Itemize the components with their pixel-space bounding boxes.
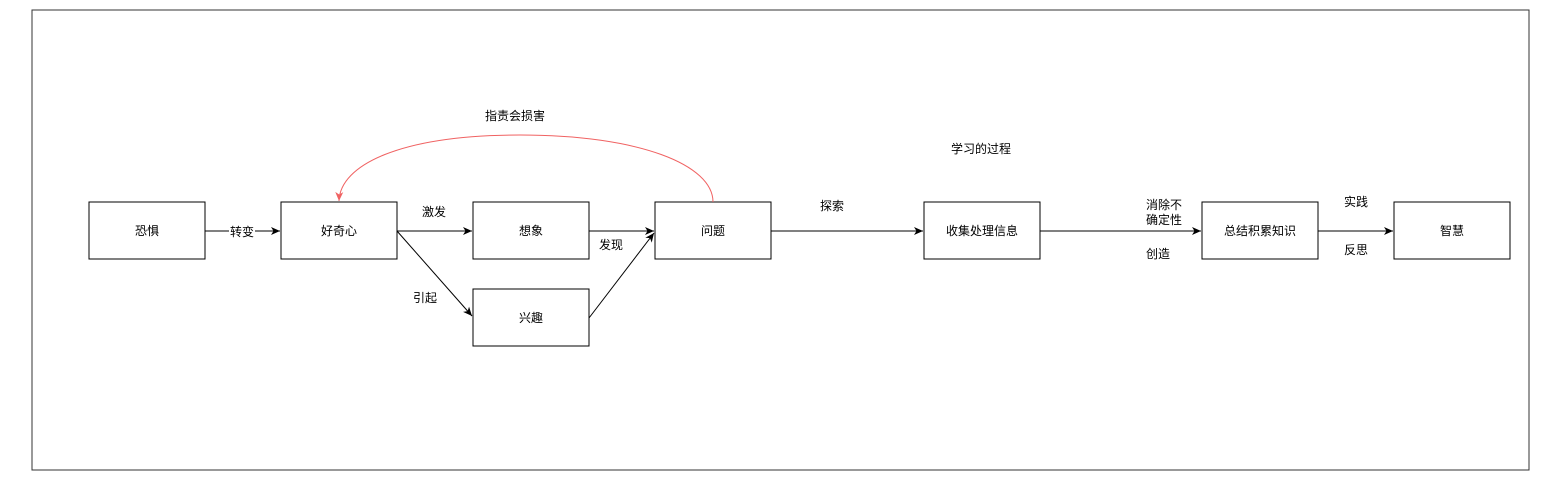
node-imagination-label: 想象: [519, 223, 543, 238]
node-interest-label: 兴趣: [519, 310, 543, 325]
node-curiosity-label: 好奇心: [321, 224, 357, 238]
node-wisdom[interactable]: 智慧: [1393, 201, 1511, 260]
edge-question-to-curiosity-feedback[interactable]: [335, 134, 714, 203]
edge-curiosity-to-interest[interactable]: [396, 230, 473, 317]
edge-label-curiosity-interest: 引起: [413, 291, 437, 305]
edge-label-collect-summarize-line2: 确定性: [1146, 212, 1182, 227]
node-question-label: 问题: [701, 224, 725, 238]
diagram-title: 学习的过程: [951, 141, 1011, 156]
edge-label-question-collect: 探索: [820, 199, 844, 213]
edge-label-summarize-wisdom-above: 实践: [1344, 194, 1368, 209]
edge-label-collect-summarize-line1: 消除不: [1146, 197, 1182, 212]
node-question[interactable]: 问题: [654, 201, 772, 260]
node-imagination[interactable]: 想象: [472, 201, 590, 260]
node-collect[interactable]: 收集处理信息: [923, 201, 1041, 260]
node-fear-label: 恐惧: [135, 223, 159, 238]
node-collect-label: 收集处理信息: [946, 223, 1018, 238]
edge-label-feedback: 指责会损害: [485, 108, 545, 123]
edge-label-to-question: 发现: [599, 237, 623, 252]
node-summarize[interactable]: 总结积累知识: [1201, 201, 1319, 260]
edge-interest-to-question[interactable]: [588, 232, 655, 319]
edge-label-summarize-wisdom-below: 反思: [1344, 243, 1368, 257]
edge-label-fear-curiosity: 转变: [230, 224, 254, 239]
node-interest[interactable]: 兴趣: [472, 288, 590, 347]
edge-label-bg-fear-curiosity: [229, 224, 255, 239]
node-summarize-label: 总结积累知识: [1224, 224, 1296, 238]
edge-label-curiosity-imagination: 激发: [422, 204, 446, 219]
node-fear[interactable]: 恐惧: [88, 201, 206, 260]
edge-label-collect-summarize-below: 创造: [1146, 247, 1170, 261]
diagram-frame: [31, 9, 1530, 471]
node-wisdom-label: 智慧: [1440, 223, 1464, 238]
node-curiosity[interactable]: 好奇心: [280, 201, 398, 260]
